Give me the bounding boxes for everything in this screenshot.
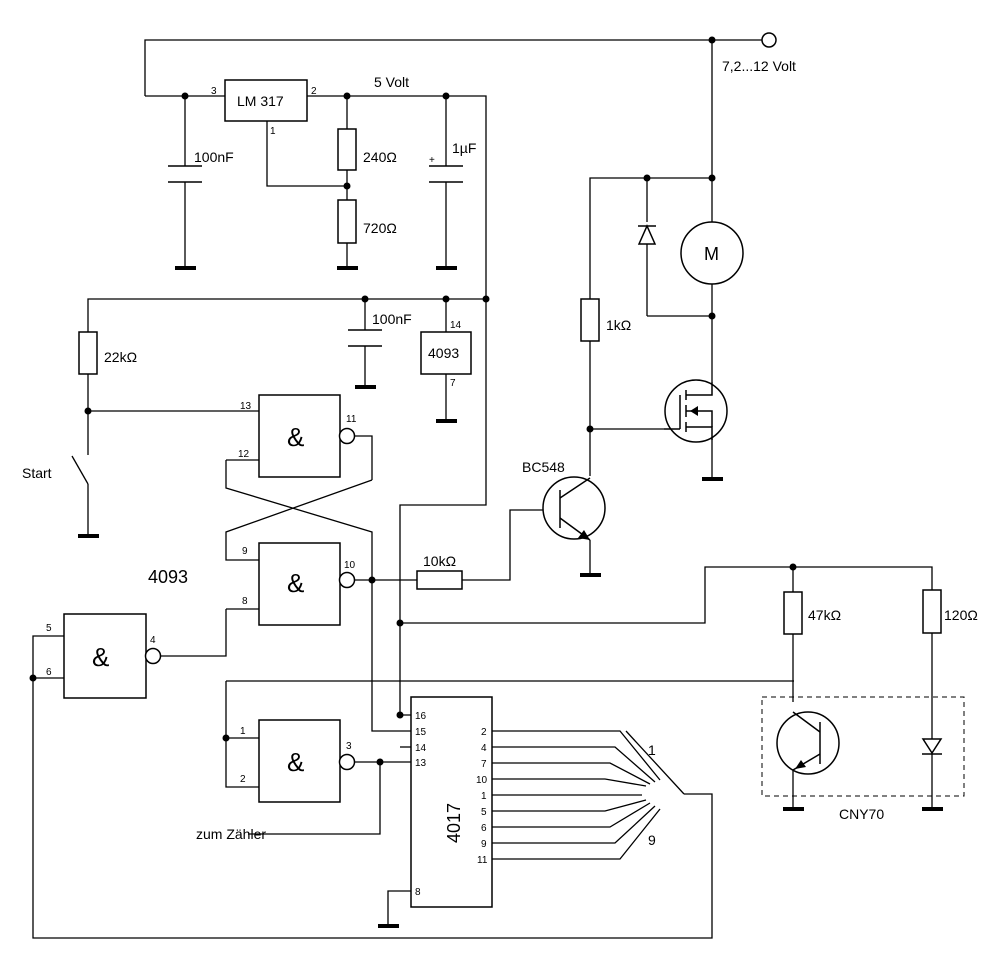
- motor-label: M: [704, 244, 719, 264]
- capacitor-100nF-ic-label: 100nF: [372, 311, 412, 327]
- resistor-1k-label: 1kΩ: [606, 317, 631, 333]
- rotary-switch-last-label: 9: [648, 832, 656, 848]
- capacitor-polarity: +: [429, 155, 435, 166]
- counter-q6: 6: [481, 823, 487, 834]
- resistor-47k: [783, 591, 803, 635]
- nand-gate-a-pin-11: 11: [346, 414, 357, 425]
- start-switch-label: Start: [22, 465, 52, 481]
- regulator-pin-out: 2: [311, 86, 317, 97]
- capacitor-100nF-input: [168, 165, 202, 183]
- counter-q0: 2: [481, 727, 487, 738]
- nand-gate-b-pin-10: 10: [344, 560, 356, 571]
- resistor-22k-label: 22kΩ: [104, 349, 137, 365]
- counter-q1: 4: [481, 743, 487, 754]
- nand-gate-c-symbol: &: [92, 642, 109, 672]
- voltage-regulator: [224, 79, 308, 122]
- supply-voltage-label: 7,2...12 Volt: [722, 58, 796, 74]
- transistor-label: BC548: [522, 459, 565, 475]
- phototransistor-icon: [776, 711, 840, 775]
- nand-gate-b-pin-9: 9: [242, 546, 248, 557]
- ground-symbols: [78, 266, 943, 928]
- infrared-led-icon: [921, 738, 943, 755]
- ic-4093-power-label: 4093: [428, 345, 459, 361]
- nand-gate-a-symbol: &: [287, 422, 304, 452]
- ic-pin-gnd: 7: [450, 378, 456, 389]
- nand-gate-c-pin-6: 6: [46, 667, 52, 678]
- counter-pin-15: 15: [415, 727, 427, 738]
- resistor-240: [337, 128, 357, 171]
- resistor-720-label: 720Ω: [363, 220, 397, 236]
- resistor-22k: [78, 331, 98, 375]
- resistor-10k: [416, 570, 463, 590]
- regulator-label: LM 317: [237, 93, 284, 109]
- resistor-240-label: 240Ω: [363, 149, 397, 165]
- resistor-1k: [580, 298, 600, 342]
- diode-icon: [637, 224, 657, 245]
- resistor-720: [337, 199, 357, 244]
- nand-gate-b: [258, 542, 341, 626]
- counter-q7: 9: [481, 839, 487, 850]
- start-switch: [71, 455, 89, 485]
- counter-q3: 10: [476, 775, 488, 786]
- ic-pin-vdd: 14: [450, 320, 462, 331]
- regulator-pin-in: 3: [211, 86, 217, 97]
- nand-gate-d-pin-3: 3: [346, 741, 352, 752]
- nand-gate-a-pin-13: 13: [240, 401, 252, 412]
- capacitor-1uF: [429, 165, 463, 183]
- mosfet-icon: [664, 379, 728, 443]
- capacitor-100nF-ic: [348, 329, 382, 347]
- nand-gate-c-bubble: [144, 647, 162, 665]
- motor: [680, 221, 744, 285]
- ic-4093-power: [420, 331, 472, 375]
- nand-gate-d-pin-1: 1: [240, 726, 246, 737]
- nand-gate-c: [63, 613, 147, 699]
- nand-gate-c-pin-5: 5: [46, 623, 52, 634]
- counter-q8: 11: [477, 855, 488, 866]
- capacitor-100nF-input-label: 100nF: [194, 149, 234, 165]
- nand-gate-d-pin-2: 2: [240, 774, 246, 785]
- wires: [32, 39, 933, 939]
- counter-pin-16: 16: [415, 711, 427, 722]
- supply-terminal: [761, 32, 777, 48]
- zum-zaehler-label: zum Zähler: [196, 826, 266, 842]
- nand-gate-a-bubble: [338, 427, 356, 445]
- counter-q5: 5: [481, 807, 487, 818]
- nand-gate-d-symbol: &: [287, 747, 304, 777]
- junction-dots: [29, 36, 797, 766]
- rotary-switch-first-label: 1: [648, 742, 656, 758]
- counter-4017: [410, 696, 493, 908]
- resistor-10k-label: 10kΩ: [423, 553, 456, 569]
- nand-gate-b-bubble: [338, 571, 356, 589]
- npn-transistor-icon: [542, 476, 606, 541]
- resistor-47k-label: 47kΩ: [808, 607, 841, 623]
- regulated-voltage-label: 5 Volt: [374, 74, 409, 90]
- nand-gate-d-bubble: [338, 753, 356, 771]
- capacitor-1uF-label: 1µF: [452, 140, 476, 156]
- counter-q4: 1: [481, 791, 487, 802]
- counter-pin-14: 14: [415, 743, 427, 754]
- nand-gate-a: [258, 394, 341, 478]
- regulator-pin-adj: 1: [270, 126, 276, 137]
- gate-ic-label: 4093: [148, 567, 188, 587]
- resistor-120: [922, 589, 942, 634]
- counter-pin-8: 8: [415, 887, 421, 898]
- counter-label: 4017: [444, 803, 464, 843]
- sensor-label: CNY70: [839, 806, 884, 822]
- counter-q2: 7: [481, 759, 487, 770]
- optical-sensor-outline: [761, 696, 965, 797]
- nand-gate-a-pin-12: 12: [238, 449, 250, 460]
- resistor-120-label: 120Ω: [944, 607, 978, 623]
- nand-gate-b-pin-8: 8: [242, 596, 248, 607]
- nand-gate-b-symbol: &: [287, 568, 304, 598]
- counter-pin-13: 13: [415, 758, 427, 769]
- nand-gate-c-pin-4: 4: [150, 635, 156, 646]
